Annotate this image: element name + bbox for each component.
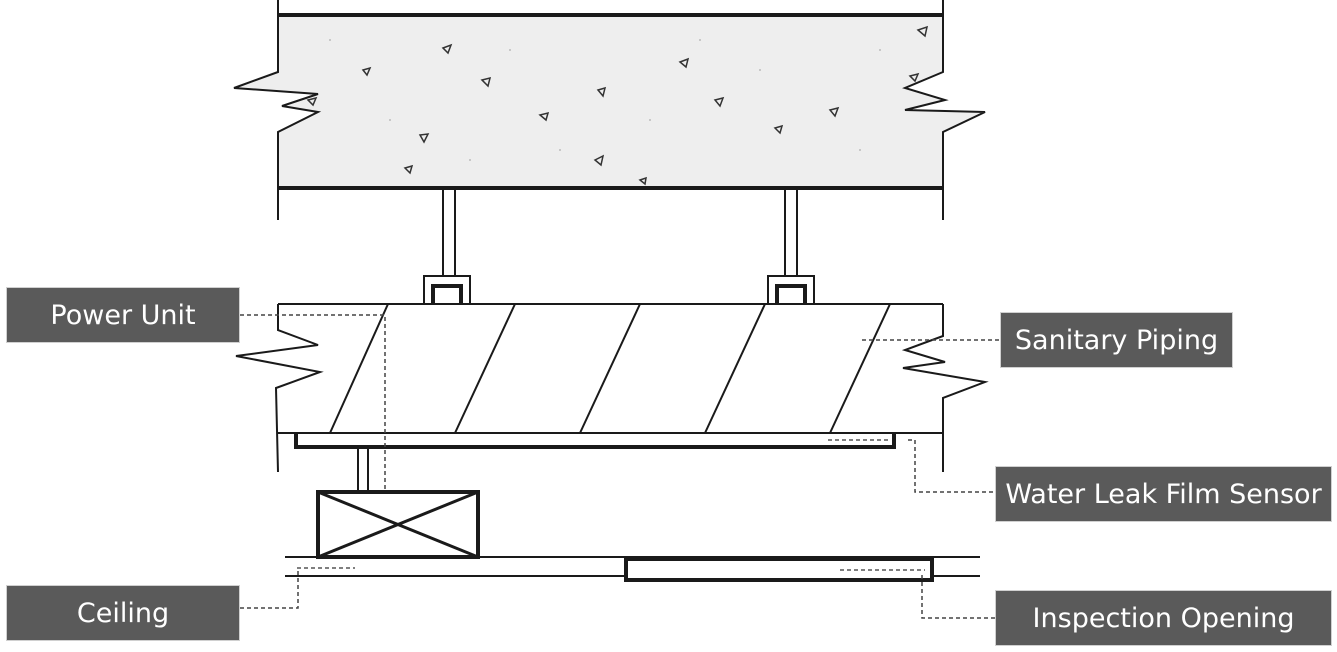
leader-inspection-opening	[921, 575, 995, 619]
power-unit-label: Power Unit	[6, 287, 240, 343]
leader-water-leak-film-sensor	[908, 439, 995, 493]
sanitary-pipe	[235, 303, 989, 473]
leader-power-unit	[240, 314, 386, 492]
leader-ceiling	[240, 568, 299, 609]
water-leak-film-sensor	[294, 432, 896, 449]
leader-lines	[240, 314, 1000, 619]
inspection-opening-label: Inspection Opening	[995, 590, 1332, 646]
sanitary-piping-label: Sanitary Piping	[1000, 312, 1233, 368]
water-leak-film-sensor-label: Water Leak Film Sensor	[995, 466, 1332, 522]
concrete-slab	[233, 0, 986, 220]
hanger-rods	[423, 188, 815, 305]
aggregate-dots	[329, 39, 881, 161]
ceiling-label: Ceiling	[6, 585, 240, 641]
inspection-opening	[624, 557, 934, 582]
aggregate-marks	[306, 25, 929, 186]
power-unit	[316, 447, 480, 559]
